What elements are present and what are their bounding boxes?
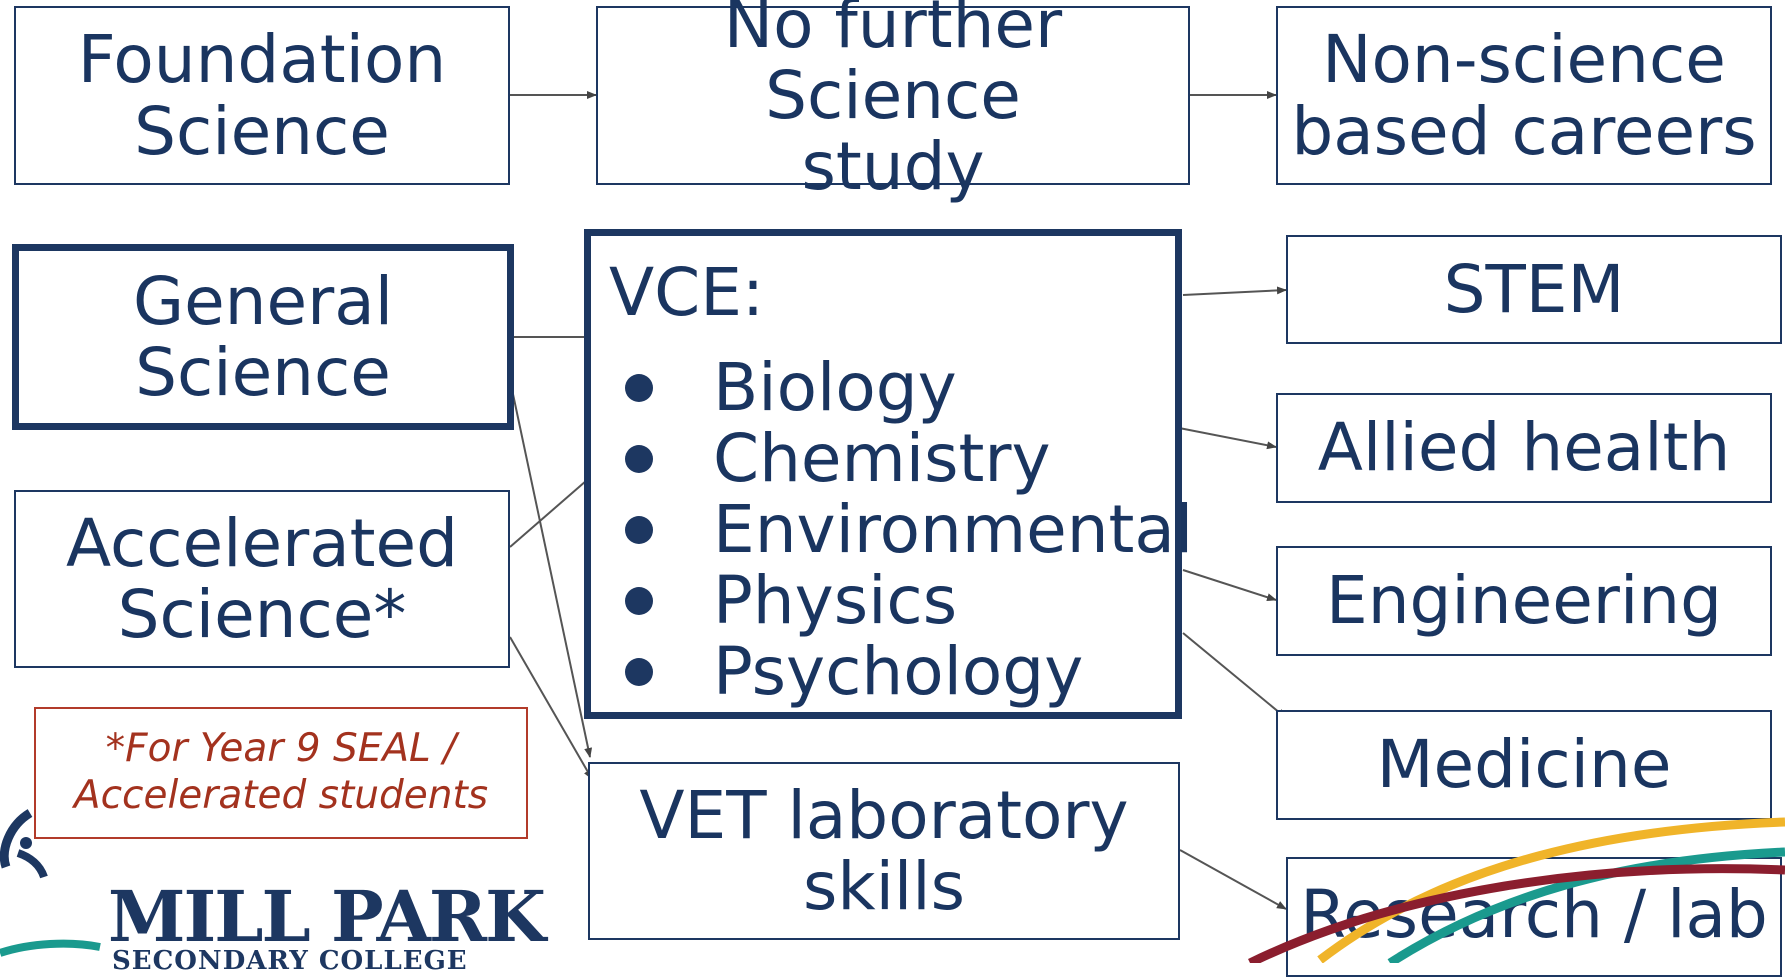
- arrow-general-to-vet: [509, 379, 593, 758]
- list-item: Chemistry: [625, 423, 1193, 494]
- logo-subtitle: SECONDARY COLLEGE: [112, 946, 468, 976]
- list-item: Physics: [625, 565, 1193, 636]
- bullet-icon: [625, 586, 653, 615]
- logo-wordmark: MILL PARK: [108, 875, 546, 958]
- research-lab-box: Research / lab: [1286, 857, 1782, 977]
- bullet-icon: [625, 515, 653, 544]
- engineering-box: Engineering: [1276, 546, 1772, 656]
- stem-box: STEM: [1286, 235, 1782, 344]
- list-item: Environmental: [625, 494, 1193, 565]
- logo-icon: [0, 809, 101, 957]
- bullet-icon: [625, 373, 653, 402]
- list-item: Psychology: [625, 636, 1193, 707]
- seal-footnote: *For Year 9 SEAL / Accelerated students: [34, 707, 528, 839]
- list-item: Biology: [625, 352, 1193, 423]
- bullet-icon: [625, 444, 653, 473]
- arrow-vce-to-allied: [1173, 426, 1277, 450]
- allied-health-box: Allied health: [1276, 393, 1772, 503]
- arrow-vet-to-research: [1179, 849, 1287, 910]
- arrow-accelerated-to-vce: [509, 473, 595, 548]
- arrow-vce-to-engineering: [1182, 569, 1277, 602]
- medicine-box: Medicine: [1276, 710, 1772, 820]
- bullet-icon: [625, 657, 653, 686]
- arrow-vce-to-stem: [1182, 286, 1287, 296]
- vce-title: VCE:: [609, 254, 765, 331]
- vce-subject-list: Biology Chemistry Environmental Physics …: [625, 352, 1193, 707]
- arrow-accelerated-to-vet: [509, 636, 593, 780]
- arrow-vce-to-medicine: [1182, 632, 1287, 719]
- college-logo: MILL PARK SECONDARY COLLEGE: [0, 805, 546, 976]
- vce-box: VCE: Biology Chemistry Environmental Phy…: [584, 229, 1193, 719]
